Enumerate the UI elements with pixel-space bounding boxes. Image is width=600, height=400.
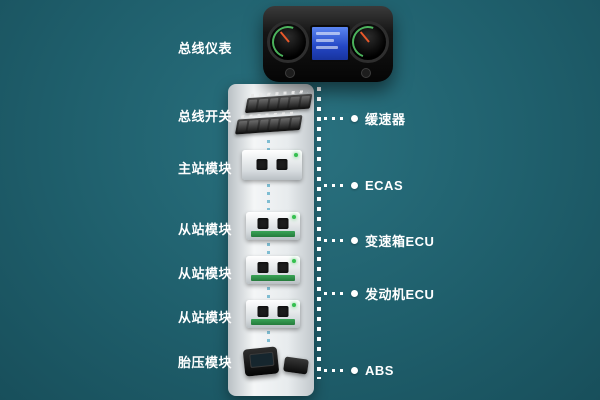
slave-module-1-image — [246, 212, 300, 240]
label-gearbox-ecu: 变速箱ECU — [365, 233, 435, 249]
gauge-right-icon — [347, 21, 389, 63]
branch-node-dot — [351, 366, 358, 374]
master-module-image — [242, 150, 302, 180]
branch-dotted-line — [324, 116, 344, 120]
slave-module-ports — [257, 306, 289, 317]
terminal-strip — [251, 231, 295, 237]
branch-node-dot — [351, 114, 358, 122]
instrument-cluster-image — [263, 6, 393, 82]
status-led — [292, 215, 296, 219]
slave-module-ports — [257, 262, 289, 273]
slave-module-ports — [257, 218, 289, 229]
tpms-sensor — [283, 356, 309, 375]
branch-dotted-line — [324, 291, 344, 295]
module-link-1 — [267, 140, 270, 150]
switch-row-2 — [234, 115, 303, 135]
terminal-strip — [251, 275, 295, 281]
label-slave-module-3: 从站模块 — [178, 310, 233, 325]
status-led — [294, 153, 298, 157]
label-engine-ecu: 发动机ECU — [365, 286, 435, 302]
slave-module-3-image — [246, 300, 300, 328]
branch-node-dot — [351, 236, 358, 244]
branch-retarder: 缓速器 — [324, 111, 406, 127]
label-abs: ABS — [365, 362, 394, 378]
gauge-left-icon — [267, 21, 309, 63]
label-bus-instrument-cluster: 总线仪表 — [178, 41, 233, 56]
module-link-3 — [267, 243, 270, 255]
slave-module-2-image — [246, 256, 300, 284]
tpms-display-unit — [242, 346, 280, 377]
branch-gearbox-ecu: 变速箱ECU — [324, 233, 435, 249]
label-tpms-module: 胎压模块 — [178, 355, 233, 370]
label-slave-module-1: 从站模块 — [178, 222, 233, 237]
label-retarder: 缓速器 — [365, 111, 406, 127]
label-bus-switch: 总线开关 — [178, 109, 233, 124]
branch-ecas: ECAS — [324, 177, 404, 193]
label-master-module: 主站模块 — [178, 161, 233, 176]
branch-engine-ecu: 发动机ECU — [324, 286, 435, 302]
bus-trunk-line — [317, 87, 321, 379]
device-panel — [228, 84, 314, 396]
master-module-ports — [256, 159, 288, 170]
module-link-5 — [267, 331, 270, 343]
label-slave-module-2: 从站模块 — [178, 266, 233, 281]
label-ecas: ECAS — [365, 177, 404, 193]
status-led — [292, 259, 296, 263]
cluster-knob-right — [361, 68, 371, 78]
switch-row-1 — [244, 93, 313, 114]
tpms-module-image — [238, 344, 316, 390]
cluster-knob-left — [285, 68, 295, 78]
branch-node-dot — [351, 181, 358, 189]
branch-dotted-line — [324, 238, 344, 242]
branch-node-dot — [351, 289, 358, 297]
branch-dotted-line — [324, 368, 344, 372]
cluster-lcd-screen — [310, 25, 350, 62]
bus-switch-image — [234, 90, 315, 143]
module-link-4 — [267, 287, 270, 299]
branch-dotted-line — [324, 183, 344, 187]
terminal-strip — [251, 319, 295, 325]
module-link-2 — [267, 184, 270, 210]
status-led — [292, 303, 296, 307]
branch-abs: ABS — [324, 362, 394, 378]
